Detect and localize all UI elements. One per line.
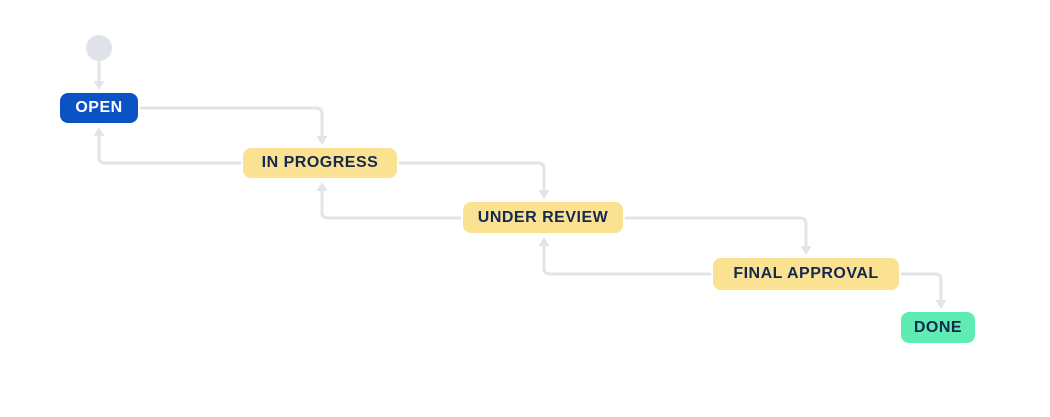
status-node-under-review[interactable]: UNDER REVIEW <box>463 202 623 233</box>
status-node-done[interactable]: DONE <box>901 312 975 343</box>
status-node-open[interactable]: OPEN <box>60 93 138 123</box>
status-node-in-progress[interactable]: IN PROGRESS <box>243 148 397 178</box>
status-node-final-approval[interactable]: FINAL APPROVAL <box>713 258 899 290</box>
start-node-circle[interactable] <box>86 35 112 61</box>
